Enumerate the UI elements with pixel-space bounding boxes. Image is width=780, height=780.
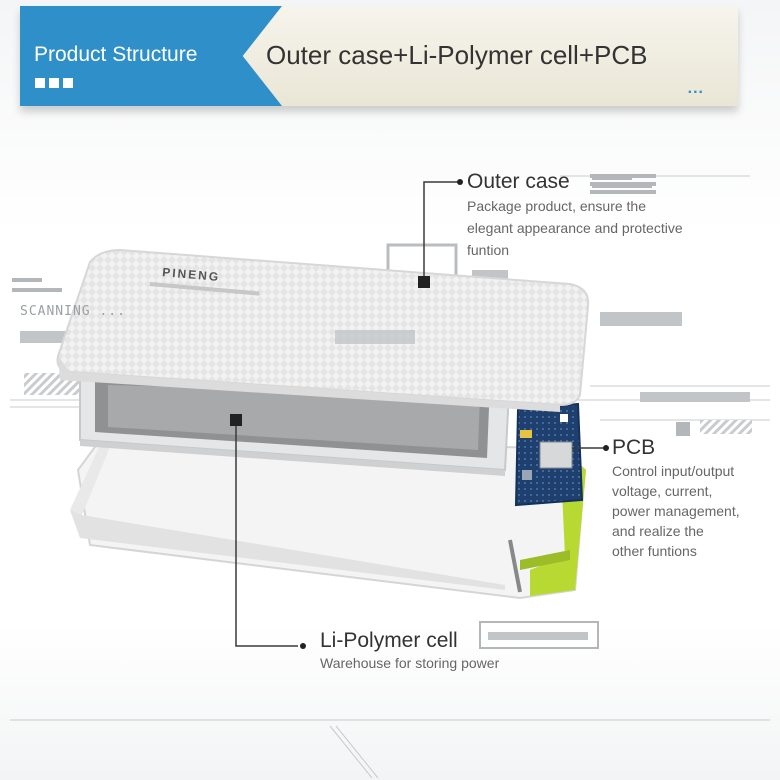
outer-case-description: Package product, ensure the elegant appe… bbox=[467, 195, 727, 261]
pcb-desc-line: voltage, current, bbox=[612, 483, 713, 499]
pcb-desc-line: and realize the bbox=[612, 523, 704, 539]
banner-main-title: Outer case+Li-Polymer cell+PCB bbox=[266, 40, 648, 70]
outer-case-desc-line: elegant appearance and protective bbox=[467, 220, 683, 236]
banner-squares-icon bbox=[35, 78, 73, 88]
callout-lines bbox=[235, 181, 606, 647]
title-decorations bbox=[590, 174, 656, 194]
outer-case-title: Outer case bbox=[467, 170, 570, 193]
pcb-title: PCB bbox=[612, 436, 656, 459]
pcb-desc-line: Control input/output bbox=[612, 463, 735, 479]
pcb-board bbox=[514, 402, 584, 507]
cell-desc-line: Warehouse for storing power bbox=[320, 655, 500, 671]
cell-description: Warehouse for storing power bbox=[320, 652, 580, 674]
banner-left-title: Product Structure bbox=[34, 43, 198, 66]
bottom-shell bbox=[70, 438, 587, 600]
pcb-description: Control input/output voltage, current, p… bbox=[612, 461, 772, 561]
brand-logo: PINENG bbox=[162, 265, 221, 284]
banner-blue-tab bbox=[20, 6, 282, 106]
cell-title: Li-Polymer cell bbox=[320, 629, 458, 652]
pcb-desc-line: other funtions bbox=[612, 543, 697, 559]
header-banner: Product Structure Outer case+Li-Polymer … bbox=[20, 6, 738, 106]
pcb-desc-line: power management, bbox=[612, 503, 740, 519]
outer-case-desc-line: funtion bbox=[467, 242, 510, 258]
banner-dots: ... bbox=[687, 80, 704, 97]
outer-case-top: PINENG bbox=[56, 248, 590, 412]
outer-case-desc-line: Package product, ensure the bbox=[467, 198, 647, 214]
callout-markers bbox=[230, 179, 609, 649]
scanning-label: SCANNING ... bbox=[20, 304, 126, 319]
